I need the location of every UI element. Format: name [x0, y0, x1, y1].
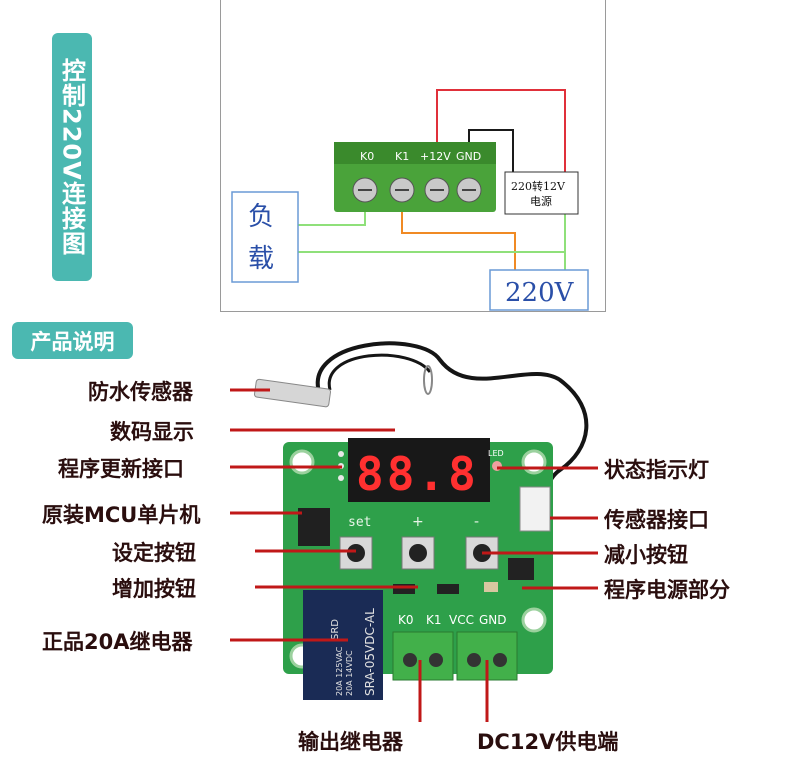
terminal-label-k1: K1 — [395, 150, 409, 163]
plus-silkscreen: + — [412, 514, 424, 530]
diode-d1 — [393, 584, 415, 594]
pcb-button-plus — [401, 536, 435, 570]
mount-hole-tl — [289, 449, 315, 475]
terminal-label-12v: +12V — [420, 150, 451, 163]
label-waterproof-sensor: 防水传感器 — [88, 380, 193, 404]
mount-hole-br — [521, 607, 547, 633]
output-terminal-block — [392, 631, 454, 681]
wire-red — [436, 89, 566, 172]
label-digital-display: 数码显示 — [110, 420, 194, 444]
label-decrease-button: 减小按钮 — [604, 543, 688, 567]
psu-label-2: 电源 — [530, 194, 552, 208]
label-dc-supply: DC12V供电端 — [477, 730, 619, 754]
label-sensor-port: 传感器接口 — [604, 508, 709, 532]
terminal-block-top — [334, 142, 496, 164]
pcb-terminal-gnd: GND — [479, 613, 507, 627]
terminal-label-k0: K0 — [360, 150, 374, 163]
program-update-pins — [338, 451, 344, 481]
label-mcu: 原装MCU单片机 — [42, 503, 201, 527]
cable-tie — [423, 365, 433, 395]
pcb-button-set — [339, 536, 373, 570]
relay — [303, 590, 383, 700]
pcb-terminal-k1: K1 — [426, 613, 442, 627]
label-status-indicator: 状态指示灯 — [604, 458, 709, 482]
sensor-connector — [519, 486, 551, 532]
regulator — [508, 558, 534, 580]
power-terminal-block — [456, 631, 518, 681]
label-set-button: 设定按钮 — [112, 541, 196, 565]
resistor-r3 — [484, 582, 498, 592]
label-output-relay: 输出继电器 — [298, 730, 403, 754]
psu-label-1: 220转12V — [511, 179, 566, 193]
wiring-diagram-title: 控制220V连接图 — [52, 33, 92, 281]
psu-box — [504, 171, 579, 215]
label-increase-button: 增加按钮 — [112, 577, 196, 601]
relay-rating-ac: 20A 125VAC — [335, 646, 344, 696]
label-program-update-port: 程序更新接口 — [58, 457, 184, 481]
load-label-2: 载 — [248, 244, 274, 274]
pcb-terminal-vcc: VCC — [449, 613, 474, 627]
sensor-cable — [315, 341, 589, 511]
pcb-terminal-k0: K0 — [398, 613, 414, 627]
led-silkscreen: LED — [488, 449, 504, 458]
display-digits: 88.8 — [356, 447, 479, 501]
diode-d2 — [437, 584, 459, 594]
wiring-diagram-frame — [220, 0, 606, 312]
mains-box — [489, 269, 589, 311]
load-box — [231, 191, 299, 283]
mains-label: 220V — [505, 278, 575, 308]
minus-silkscreen: - — [474, 514, 479, 530]
label-program-power: 程序电源部分 — [604, 578, 730, 602]
mount-hole-tr — [521, 449, 547, 475]
relay-rating-dc: 20A 14VDC — [345, 650, 354, 696]
mcu-chip — [298, 508, 330, 546]
terminal-label-gnd: GND — [456, 150, 481, 163]
seven-segment-display — [348, 438, 490, 502]
product-section-title: 产品说明 — [12, 322, 133, 359]
relay-model-text: SRA-05VDC-AL — [363, 608, 377, 696]
label-relay: 正品20A继电器 — [42, 630, 193, 654]
set-silkscreen: set — [348, 515, 371, 530]
pointer-lines — [230, 388, 598, 722]
wire-green-k0 — [298, 212, 366, 226]
relay-brand: SRD — [330, 619, 341, 640]
load-label-1: 负 — [248, 202, 274, 232]
terminal-screws — [352, 177, 482, 203]
sensor-probe — [253, 378, 331, 408]
wire-black — [468, 129, 514, 172]
